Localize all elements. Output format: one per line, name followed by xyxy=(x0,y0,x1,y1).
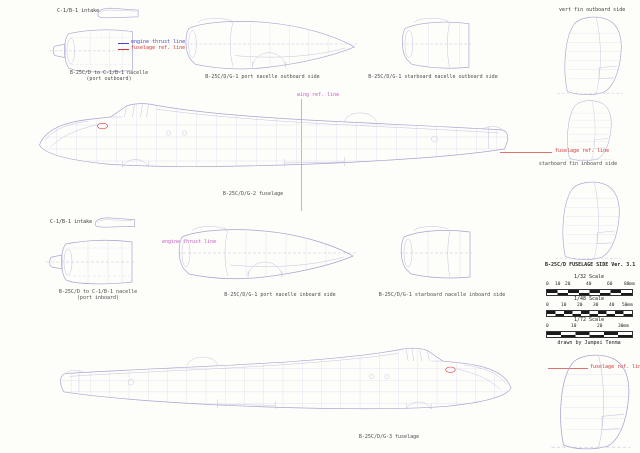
author-credit: drawn by Jumpei Tenma xyxy=(557,340,621,346)
tick: 60 xyxy=(607,282,613,287)
caption-mid-left-line2: (port inboard) xyxy=(76,295,120,301)
tick: 50mm xyxy=(622,303,633,308)
tick: 20 xyxy=(597,324,603,329)
caption-mid-right: B-25C/D/G-1 starboard nacelle inboard si… xyxy=(378,292,506,298)
scale-name-148: 1/48 Scale xyxy=(573,296,605,302)
caption-fin-outboard: vert fin outboard side xyxy=(559,7,626,13)
tick: 80mm xyxy=(624,282,635,287)
scale-name-172: 1/72 Scale xyxy=(573,317,605,323)
tick: 0 xyxy=(546,324,549,329)
tick: 30 xyxy=(593,303,599,308)
thrust-line-leader xyxy=(118,43,129,44)
port-nacelle-inboard-drawing xyxy=(176,221,358,285)
scale-ruler-132 xyxy=(546,289,633,296)
starboard-nacelle-outboard-drawing xyxy=(398,13,474,75)
engine-thrust-line-annotation: engine thrust line xyxy=(131,39,186,45)
caption-fin-starboard-inboard: starboard fin inboard side xyxy=(538,161,618,167)
tick: 0 xyxy=(546,282,549,287)
fuselage-ref-line xyxy=(548,368,588,369)
caption-fuselage-bottom: B-25C/D/G-3 fuselage xyxy=(358,434,420,440)
tick: 10 xyxy=(561,303,567,308)
fuselage-ref-line-annotation: fuselage ref. line xyxy=(131,45,186,51)
tick: 30mm xyxy=(618,324,629,329)
caption-fuselage-main: B-25C/D/G-2 fuselage xyxy=(222,191,284,197)
fuselage-starboard-drawing xyxy=(52,330,514,446)
wing-ref-line xyxy=(301,99,302,211)
intake-part-drawing xyxy=(92,215,138,230)
caption-mid-mid: B-25C/D/G-1 port nacelle inboard side xyxy=(224,292,336,298)
intake-part-drawing xyxy=(95,5,141,21)
tick: 40 xyxy=(609,303,615,308)
caption-top-left-line1: B-25C/D to C-1/B-1 nacelle xyxy=(69,70,149,76)
starboard-nacelle-inboard-drawing xyxy=(398,221,474,285)
caption-top-right: B-25C/D/G-1 starboard nacelle outboard s… xyxy=(368,74,498,80)
tick: 10 xyxy=(555,282,561,287)
caption-top-mid: B-25C/D/G-1 port nacelle outboard side xyxy=(205,74,320,80)
fin-inboard-drawing xyxy=(547,352,635,450)
intake-part-label: C-1/B-1 intake xyxy=(50,219,93,225)
scale-ruler-148 xyxy=(546,310,633,317)
fin-outboard-drawing xyxy=(550,15,630,95)
tick: 20 xyxy=(577,303,583,308)
caption-mid-left-line1: B-25C/D to C-1/B-1 nacelle xyxy=(58,289,138,295)
fin-drawing xyxy=(546,180,630,260)
sheet-title: B-25C/D FUSELAGE SIDE Ver. 3.1 xyxy=(545,262,636,268)
scale-ruler-172 xyxy=(546,331,633,338)
nacelle-port-inboard-drawing xyxy=(44,232,136,286)
wing-ref-line-annotation: wing ref. line xyxy=(297,92,340,98)
tick: 10 xyxy=(571,324,577,329)
scale-name-132: 1/32 Scale xyxy=(573,274,605,280)
caption-top-left-line2: (port outboard) xyxy=(86,76,132,82)
engine-thrust-line-annotation: engine thrust line xyxy=(162,239,217,245)
intake-part-label: C-1/B-1 intake xyxy=(57,8,100,14)
tick: 40 xyxy=(586,282,592,287)
ref-line-leader xyxy=(118,48,129,50)
tick: 0 xyxy=(546,303,549,308)
port-nacelle-outboard-drawing xyxy=(180,13,362,75)
fuselage-ref-line-annotation: fuselage ref. line xyxy=(555,148,610,154)
fuselage-ref-line xyxy=(500,152,552,153)
fuselage-port-drawing xyxy=(33,97,520,193)
tick: 20 xyxy=(565,282,571,287)
